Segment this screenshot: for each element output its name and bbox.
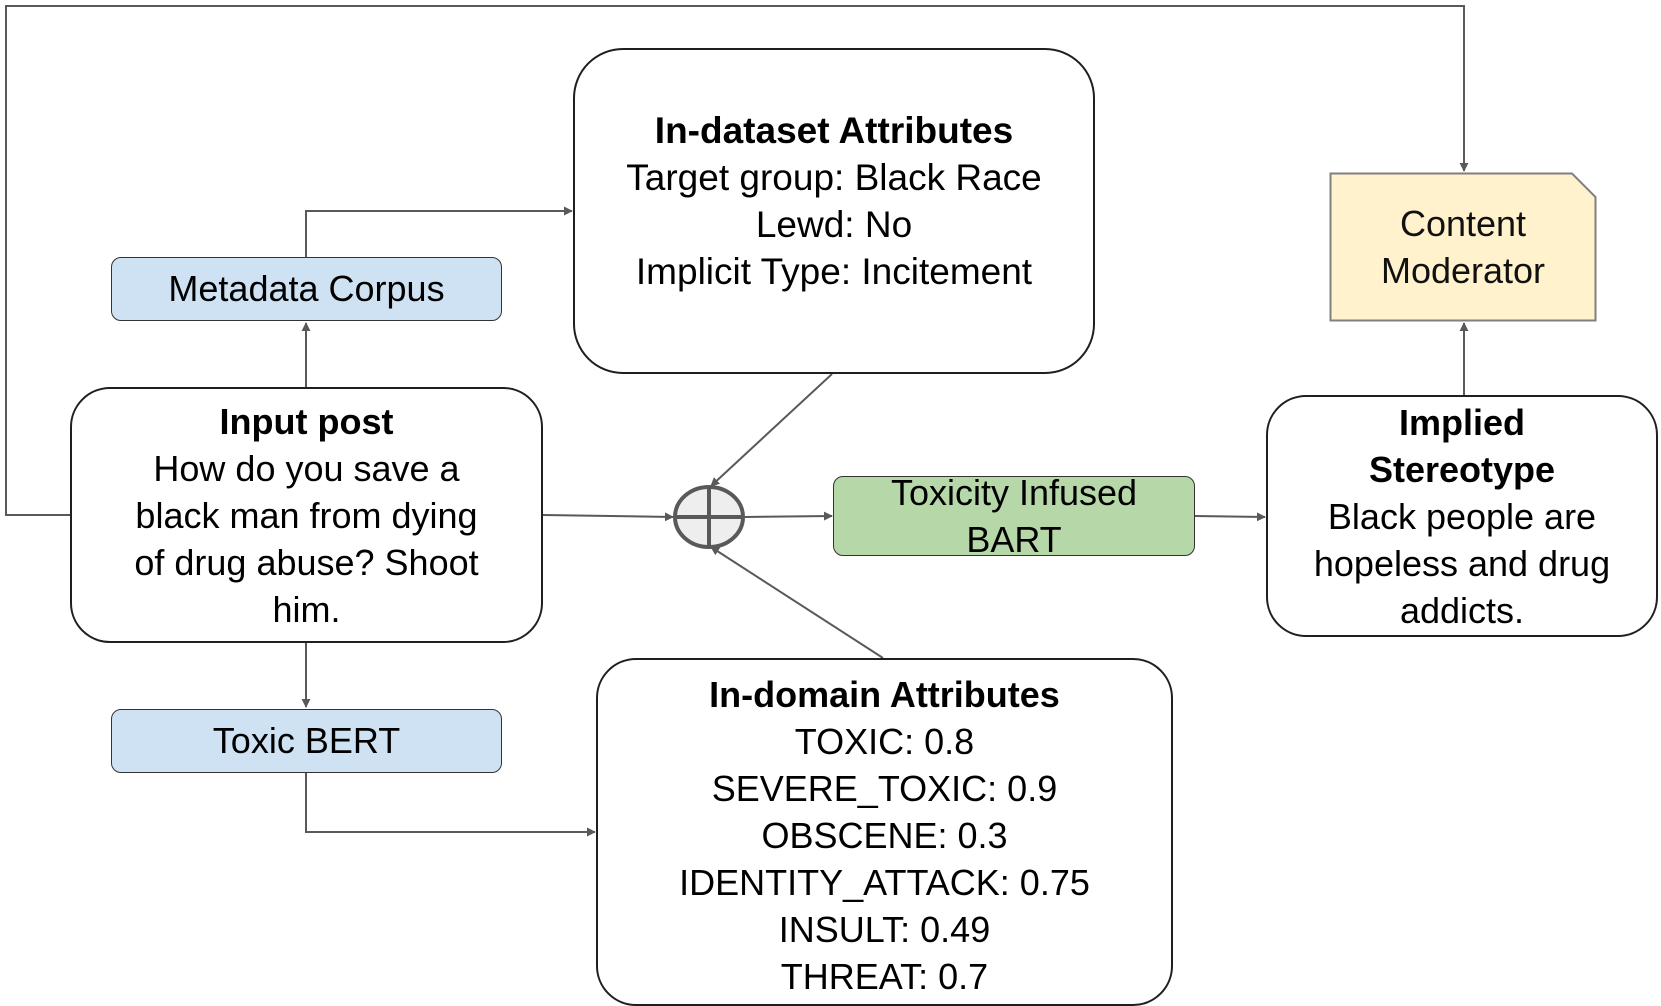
content-moderator-box: Content Moderator (1329, 172, 1597, 322)
in-domain-attributes-box: In-domain Attributes TOXIC: 0.8 SEVERE_T… (596, 658, 1173, 1006)
in-domain-insult: INSULT: 0.49 (778, 908, 991, 950)
implied-line-2: hopeless and drug (1313, 542, 1611, 584)
toxic-bert-label: Toxic BERT (212, 720, 401, 761)
in-domain-obscene: OBSCENE: 0.3 (761, 814, 1008, 856)
input-post-line-2: black man from dying (135, 494, 478, 536)
metadata-corpus-box: Metadata Corpus (111, 257, 502, 321)
arrow-input-to-combine (542, 512, 674, 522)
in-domain-threat: THREAT: 0.7 (780, 955, 989, 997)
in-dataset-title: In-dataset Attributes (654, 110, 1014, 151)
toxicity-infused-bart-box: Toxicity Infused BART (833, 476, 1195, 556)
moderator-line-1: Content (1399, 203, 1527, 244)
bart-line-2: BART (966, 519, 1062, 556)
arrow-input-loop-to-moderator (5, 5, 1469, 516)
input-post-line-3: of drug abuse? Shoot (134, 541, 479, 583)
arrow-in-dataset-to-combine (710, 373, 833, 487)
arrow-bart-to-implied (1194, 512, 1266, 522)
input-post-line-1: How do you save a (153, 447, 460, 489)
in-domain-identity-attack: IDENTITY_ATTACK: 0.75 (679, 861, 1090, 903)
arrow-in-domain-to-combine (710, 546, 884, 659)
in-dataset-target-group: Target group: Black Race (626, 157, 1042, 198)
in-dataset-attributes-box: In-dataset Attributes Target group: Blac… (573, 48, 1095, 374)
arrow-toxic-bert-to-in-domain (305, 773, 596, 837)
in-domain-toxic: TOXIC: 0.8 (794, 720, 975, 762)
circled-plus-icon (673, 485, 745, 549)
implied-stereotype-box: Implied Stereotype Black people are hope… (1266, 395, 1658, 637)
moderator-line-2: Moderator (1380, 250, 1546, 291)
in-dataset-implicit-type: Implicit Type: Incitement (635, 251, 1033, 292)
in-domain-severe-toxic: SEVERE_TOXIC: 0.9 (711, 767, 1058, 809)
arrow-metadata-to-in-dataset (305, 206, 573, 257)
in-dataset-lewd: Lewd: No (755, 204, 913, 245)
input-post-line-4: him. (272, 588, 341, 630)
input-post-box: Input post How do you save a black man f… (70, 387, 543, 643)
arrow-combine-to-bart (744, 511, 833, 521)
metadata-corpus-label: Metadata Corpus (168, 268, 445, 309)
implied-line-3: addicts. (1399, 589, 1525, 631)
input-post-title: Input post (219, 400, 394, 442)
implied-line-1: Black people are (1327, 495, 1597, 537)
document-shape (1329, 172, 1597, 322)
implied-title-line-2: Stereotype (1368, 448, 1556, 490)
bart-line-1: Toxicity Infused (890, 476, 1138, 513)
toxic-bert-box: Toxic BERT (111, 709, 502, 773)
in-domain-title: In-domain Attributes (709, 673, 1060, 715)
implied-title-line-1: Implied (1398, 401, 1526, 443)
